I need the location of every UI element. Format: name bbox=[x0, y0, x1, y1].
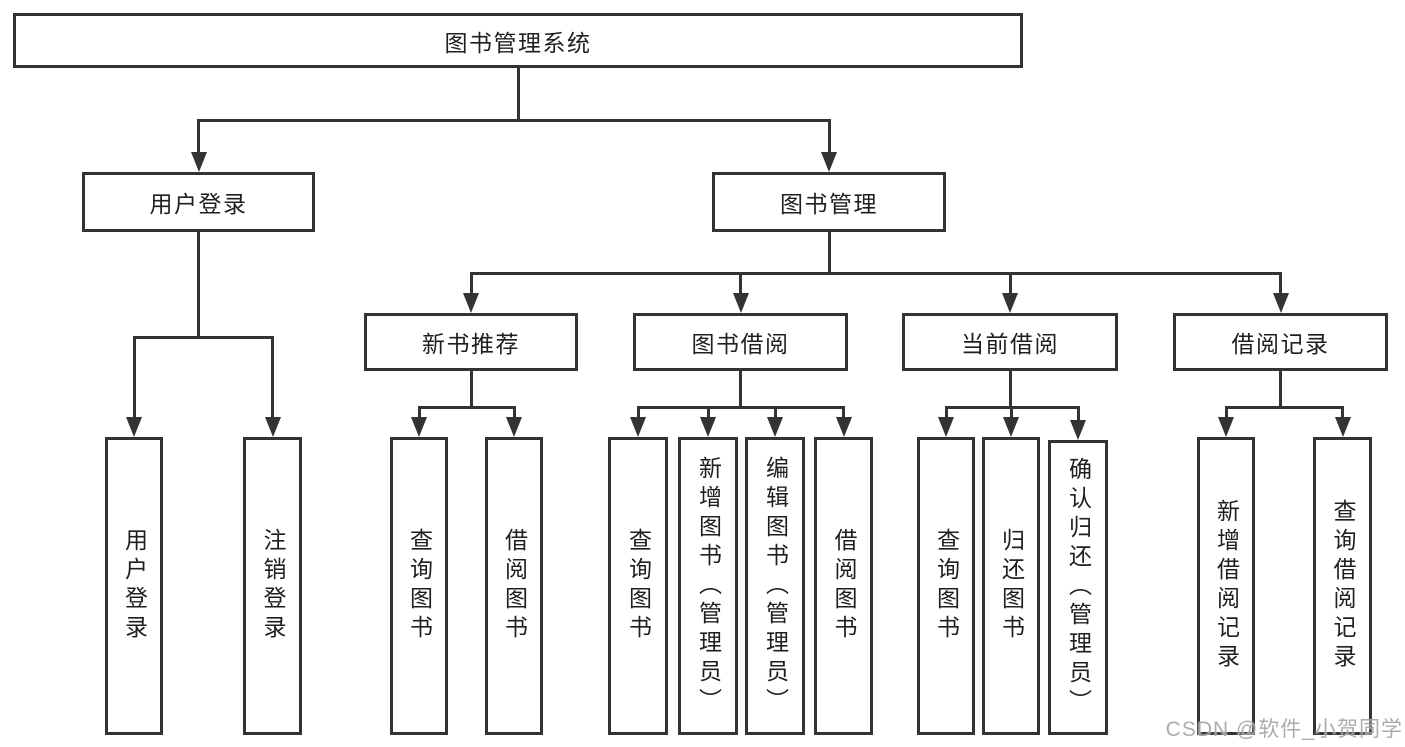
node-label: 图书管理系统 bbox=[444, 29, 592, 56]
arrow-down-icon bbox=[190, 152, 207, 172]
arrow-down-icon bbox=[630, 417, 646, 437]
node-label: 编辑图书（管理员） bbox=[762, 455, 789, 717]
node-label: 新增图书（管理员） bbox=[695, 455, 722, 717]
connector-line bbox=[773, 406, 777, 420]
arrow-down-icon bbox=[1272, 293, 1289, 313]
arrow-down-icon bbox=[835, 417, 852, 437]
node-label: 注销登录 bbox=[260, 528, 286, 644]
arrow-down-icon bbox=[700, 417, 716, 437]
connector-line bbox=[271, 336, 274, 420]
leaf-return-book: 归还图书 bbox=[982, 437, 1040, 735]
arrow-down-icon bbox=[1002, 293, 1018, 313]
node-label: 借阅图书 bbox=[831, 528, 857, 644]
node-label: 查询图书 bbox=[625, 528, 652, 644]
node-label: 用户登录 bbox=[149, 191, 248, 217]
connector-line bbox=[706, 406, 710, 420]
arrow-down-icon bbox=[264, 417, 281, 437]
node-label: 借阅图书 bbox=[501, 528, 528, 644]
connector-line bbox=[417, 406, 421, 420]
arrow-down-icon bbox=[767, 417, 783, 437]
arrow-down-icon bbox=[1334, 417, 1351, 437]
arrow-down-icon bbox=[1218, 417, 1234, 437]
node-current-borrow: 当前借阅 bbox=[902, 313, 1118, 371]
connector-line bbox=[1279, 272, 1282, 296]
node-borrow-record: 借阅记录 bbox=[1173, 313, 1388, 371]
connector-line bbox=[1341, 406, 1344, 420]
arrow-down-icon bbox=[821, 152, 837, 172]
connector-line bbox=[1224, 406, 1344, 409]
connector-line bbox=[469, 272, 473, 296]
leaf-confirm-return-admin: 确认归还（管理员） bbox=[1048, 440, 1108, 735]
connector-line bbox=[636, 406, 845, 409]
connector-line bbox=[1076, 406, 1080, 423]
leaf-add-book-admin: 新增图书（管理员） bbox=[678, 437, 738, 735]
node-label: 确认归还（管理员） bbox=[1065, 457, 1092, 718]
arrow-down-icon bbox=[1070, 420, 1086, 440]
leaf-logout: 注销登录 bbox=[243, 437, 302, 735]
connector-line bbox=[197, 119, 831, 122]
connector-line bbox=[516, 68, 520, 122]
leaf-borrow-books-1: 借阅图书 bbox=[485, 437, 543, 735]
connector-line bbox=[197, 119, 200, 155]
connector-line bbox=[469, 272, 1282, 275]
node-label: 图书管理 bbox=[780, 191, 878, 217]
arrow-down-icon bbox=[411, 417, 427, 437]
connector-line bbox=[1008, 272, 1012, 296]
arrow-down-icon bbox=[126, 417, 142, 437]
node-label: 新书推荐 bbox=[422, 331, 520, 357]
node-label: 查询借阅记录 bbox=[1330, 499, 1356, 673]
csdn-watermark: CSDN @软件_小贺同学 bbox=[1165, 718, 1403, 741]
node-label: 查询图书 bbox=[933, 528, 960, 644]
node-user-login: 用户登录 bbox=[82, 172, 315, 232]
node-label: 归还图书 bbox=[998, 528, 1025, 644]
leaf-query-books-3: 查询图书 bbox=[917, 437, 975, 735]
leaf-query-borrow-record: 查询借阅记录 bbox=[1313, 437, 1372, 735]
connector-line bbox=[842, 406, 845, 420]
leaf-add-borrow-record: 新增借阅记录 bbox=[1197, 437, 1255, 735]
leaf-borrow-books-2: 借阅图书 bbox=[814, 437, 873, 735]
connector-line bbox=[197, 232, 200, 339]
connector-line bbox=[944, 406, 948, 420]
leaf-edit-book-admin: 编辑图书（管理员） bbox=[745, 437, 805, 735]
connector-line bbox=[1008, 370, 1012, 409]
node-label: 新增借阅记录 bbox=[1213, 499, 1240, 673]
connector-line bbox=[132, 336, 274, 339]
connector-line bbox=[739, 370, 742, 409]
node-book-management: 图书管理 bbox=[712, 172, 946, 232]
leaf-user-login: 用户登录 bbox=[105, 437, 163, 735]
connector-line bbox=[636, 406, 640, 420]
connector-line bbox=[1224, 406, 1228, 420]
leaf-query-books-1: 查询图书 bbox=[390, 437, 448, 735]
node-root: 图书管理系统 bbox=[13, 13, 1023, 68]
node-label: 当前借阅 bbox=[961, 331, 1059, 357]
arrow-down-icon bbox=[463, 293, 479, 313]
node-label: 图书借阅 bbox=[691, 331, 790, 357]
connector-line bbox=[512, 406, 516, 420]
connector-line bbox=[469, 370, 473, 409]
node-book-borrow: 图书借阅 bbox=[633, 313, 848, 371]
connector-line bbox=[417, 406, 516, 409]
connector-line bbox=[132, 336, 136, 420]
arrow-down-icon bbox=[732, 293, 749, 313]
node-new-book-recommend: 新书推荐 bbox=[364, 313, 578, 371]
connector-line bbox=[1279, 370, 1282, 409]
node-label: 查询图书 bbox=[406, 528, 433, 644]
arrow-down-icon bbox=[506, 417, 522, 437]
arrow-down-icon bbox=[938, 417, 954, 437]
node-label: 借阅记录 bbox=[1231, 331, 1330, 357]
connector-line bbox=[827, 232, 831, 275]
connector-line bbox=[1009, 406, 1013, 420]
connector-line bbox=[739, 272, 742, 296]
connector-line bbox=[827, 119, 831, 155]
node-label: 用户登录 bbox=[121, 528, 148, 644]
arrow-down-icon bbox=[1003, 417, 1019, 437]
leaf-query-books-2: 查询图书 bbox=[608, 437, 668, 735]
